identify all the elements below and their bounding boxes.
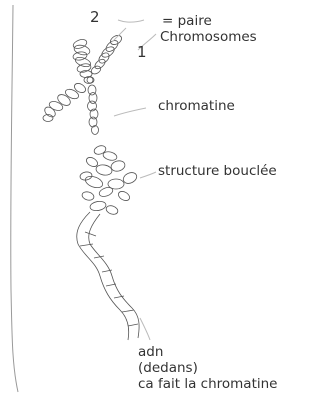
label-number-2: 2 xyxy=(90,9,100,25)
label-structure-bouclee: structure bouclée xyxy=(158,163,277,179)
pointer-paire xyxy=(118,20,144,22)
label-dedans: (dedans) xyxy=(138,360,277,376)
pointer-adn xyxy=(140,318,150,340)
label-adn: adn xyxy=(138,344,277,360)
pointer-structure xyxy=(140,172,156,178)
label-paire: = paire xyxy=(162,13,212,29)
dna-strand xyxy=(77,212,139,340)
left-margin-line xyxy=(11,5,18,392)
label-adn-block: adn (dedans) ca fait la chromatine xyxy=(138,344,277,392)
label-chromosomes: Chromosomes xyxy=(160,29,257,45)
looped-structure xyxy=(79,144,138,216)
chromosome-x-shape xyxy=(43,34,123,135)
label-ca-fait-la-chromatine: ca fait la chromatine xyxy=(138,376,277,392)
pointer-chromatine xyxy=(114,108,146,116)
label-number-1: 1 xyxy=(137,44,147,60)
label-chromatine: chromatine xyxy=(158,98,235,114)
pointer-chromosomes xyxy=(112,28,126,42)
